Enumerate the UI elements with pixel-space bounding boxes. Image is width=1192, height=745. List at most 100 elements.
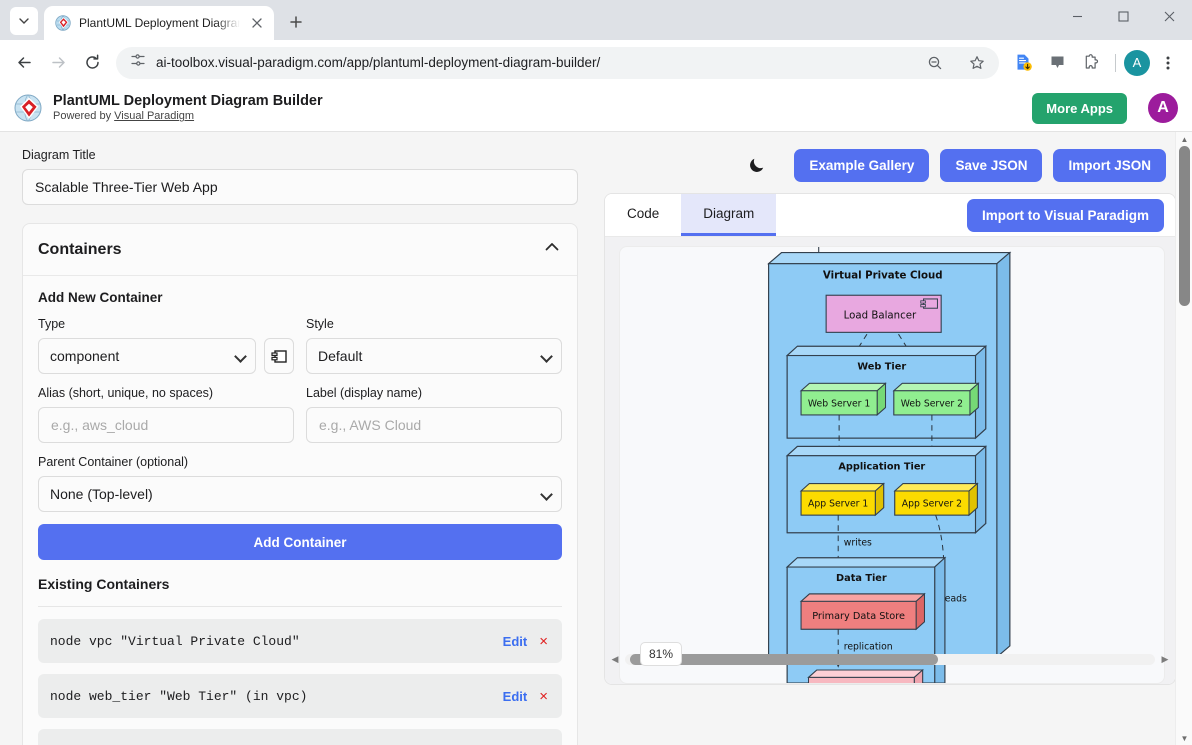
add-container-button[interactable]: Add Container (38, 524, 562, 560)
comment-bubble-icon[interactable] (1041, 47, 1073, 79)
delete-icon[interactable]: × (539, 632, 548, 650)
preview-toolbar: Example Gallery Save JSON Import JSON (604, 144, 1176, 186)
node-web-server-1-label: Web Server 1 (808, 399, 870, 410)
tab-title: PlantUML Deployment Diagram (79, 16, 240, 30)
page-scroll-up-arrow-icon[interactable]: ▲ (1180, 134, 1189, 144)
table-row[interactable]: node app_tier "Application Tier" (in vpc… (38, 729, 562, 745)
reload-icon[interactable] (76, 47, 108, 79)
node-vpc-label: Virtual Private Cloud (823, 271, 943, 282)
scroll-track[interactable] (625, 654, 1155, 665)
deployment-diagram-svg: Virtual Private Cloud Load Balancer (767, 247, 1012, 683)
containers-card-title: Containers (38, 240, 122, 258)
existing-containers-heading: Existing Containers (38, 576, 170, 592)
container-code: node vpc "Virtual Private Cloud" (50, 633, 300, 649)
edit-link[interactable]: Edit (503, 744, 528, 745)
edit-link[interactable]: Edit (502, 688, 528, 704)
diagram-viewer: Code Diagram Import to Visual Paradigm (604, 193, 1176, 685)
site-settings-icon[interactable] (130, 52, 146, 73)
new-tab-button[interactable] (282, 8, 310, 36)
download-document-icon[interactable] (1007, 47, 1039, 79)
style-field-group: Style Default (306, 317, 562, 374)
node-application-tier-label: Application Tier (838, 462, 925, 473)
scroll-left-arrow-icon[interactable]: ◀ (611, 654, 619, 664)
parent-container-select[interactable]: None (Top-level) (38, 476, 562, 512)
address-bar[interactable]: ai-toolbox.visual-paradigm.com/app/plant… (116, 46, 999, 79)
browser-profile-avatar[interactable]: A (1124, 49, 1150, 76)
window-minimize-button[interactable] (1054, 0, 1100, 33)
display-label-field-group: Label (display name) (306, 386, 562, 443)
zoom-out-icon[interactable] (919, 47, 951, 79)
more-apps-button[interactable]: More Apps (1032, 92, 1127, 124)
node-app-server-2-label: App Server 2 (902, 499, 962, 510)
browser-tab[interactable]: PlantUML Deployment Diagram (44, 6, 274, 40)
example-gallery-button[interactable]: Example Gallery (794, 148, 930, 182)
node-web-tier-label: Web Tier (857, 361, 906, 372)
display-label: Label (display name) (306, 386, 423, 400)
type-select[interactable]: component (38, 338, 256, 374)
display-label-input[interactable] (306, 407, 562, 443)
scroll-right-arrow-icon[interactable]: ▶ (1161, 654, 1169, 664)
tab-diagram[interactable]: Diagram (681, 194, 777, 236)
diagram-title-label: Diagram Title (22, 148, 96, 162)
window-controls (1054, 0, 1192, 40)
save-json-button[interactable]: Save JSON (940, 148, 1043, 182)
alias-label: Alias (short, unique, no spaces) (38, 386, 214, 400)
node-primary-data-store: Primary Data Store (799, 592, 926, 631)
node-load-balancer: Load Balancer (825, 294, 942, 333)
browser-menu-icon[interactable] (1152, 47, 1184, 79)
page-scroll-down-arrow-icon[interactable]: ▼ (1180, 733, 1189, 743)
app-title-block: PlantUML Deployment Diagram Builder Powe… (53, 93, 1021, 124)
tab-code[interactable]: Code (627, 206, 660, 221)
node-primary-data-store-label: Primary Data Store (812, 611, 905, 622)
edge-label-reads: reads (941, 593, 967, 604)
diagram-horizontal-scrollbar[interactable]: ◀ ▶ (609, 652, 1171, 667)
viewer-tab-bar: Code Diagram Import to Visual Paradigm (605, 194, 1175, 237)
import-json-button[interactable]: Import JSON (1053, 148, 1166, 182)
containers-card-body: Add New Container Type component (23, 276, 577, 745)
table-row[interactable]: node vpc "Virtual Private Cloud" Edit × (38, 619, 562, 663)
page-body: Diagram Title Containers Add New Contain… (0, 132, 1192, 745)
zoom-level-badge: 81% (640, 642, 683, 666)
node-web-server-2: Web Server 2 (892, 382, 980, 417)
table-row[interactable]: node web_tier "Web Tier" (in vpc) Edit × (38, 674, 562, 718)
node-web-server-2-label: Web Server 2 (901, 399, 963, 410)
url-text: ai-toolbox.visual-paradigm.com/app/plant… (156, 55, 601, 70)
edit-link[interactable]: Edit (502, 633, 528, 649)
right-preview-pane: Example Gallery Save JSON Import JSON Co… (600, 132, 1192, 745)
diagram-canvas-wrap: Virtual Private Cloud Load Balancer (605, 237, 1175, 684)
container-code: node web_tier "Web Tier" (in vpc) (50, 688, 308, 704)
page-vertical-scrollbar[interactable]: ▲ ▼ (1175, 132, 1192, 745)
diagram-title-input[interactable] (22, 169, 578, 205)
visual-paradigm-link[interactable]: Visual Paradigm (114, 110, 195, 123)
back-icon[interactable] (8, 47, 40, 79)
import-to-visual-paradigm-button[interactable]: Import to Visual Paradigm (966, 198, 1164, 232)
chevron-up-icon[interactable] (542, 237, 562, 262)
alias-input[interactable] (38, 407, 294, 443)
user-avatar[interactable]: A (1148, 93, 1178, 123)
app-header: PlantUML Deployment Diagram Builder Powe… (0, 85, 1192, 132)
bookmark-star-icon[interactable] (961, 47, 993, 79)
parent-container-label: Parent Container (optional) (38, 455, 189, 469)
delete-icon[interactable]: × (537, 743, 550, 745)
left-form-pane: Diagram Title Containers Add New Contain… (0, 132, 600, 745)
forward-icon[interactable] (42, 47, 74, 79)
delete-icon[interactable]: × (539, 687, 548, 705)
window-maximize-button[interactable] (1100, 0, 1146, 33)
tab-close-icon[interactable] (248, 14, 266, 32)
containers-card-header[interactable]: Containers (23, 224, 577, 276)
extensions-puzzle-icon[interactable] (1075, 47, 1107, 79)
parent-field-group: Parent Container (optional) None (Top-le… (38, 455, 562, 512)
visual-paradigm-logo-icon (14, 94, 42, 122)
page-scroll-thumb[interactable] (1179, 146, 1190, 306)
tab-strip: PlantUML Deployment Diagram (0, 0, 1192, 40)
tab-search-chevron-icon[interactable] (10, 7, 38, 35)
alias-field-group: Alias (short, unique, no spaces) (38, 386, 294, 443)
scroll-thumb[interactable] (630, 654, 938, 665)
type-style-row: Type component (38, 317, 562, 374)
dark-mode-moon-icon[interactable] (743, 151, 771, 179)
window-close-button[interactable] (1146, 0, 1192, 33)
style-select[interactable]: Default (306, 338, 562, 374)
component-preview-icon[interactable] (264, 338, 294, 374)
diagram-canvas[interactable]: Virtual Private Cloud Load Balancer (619, 246, 1165, 684)
